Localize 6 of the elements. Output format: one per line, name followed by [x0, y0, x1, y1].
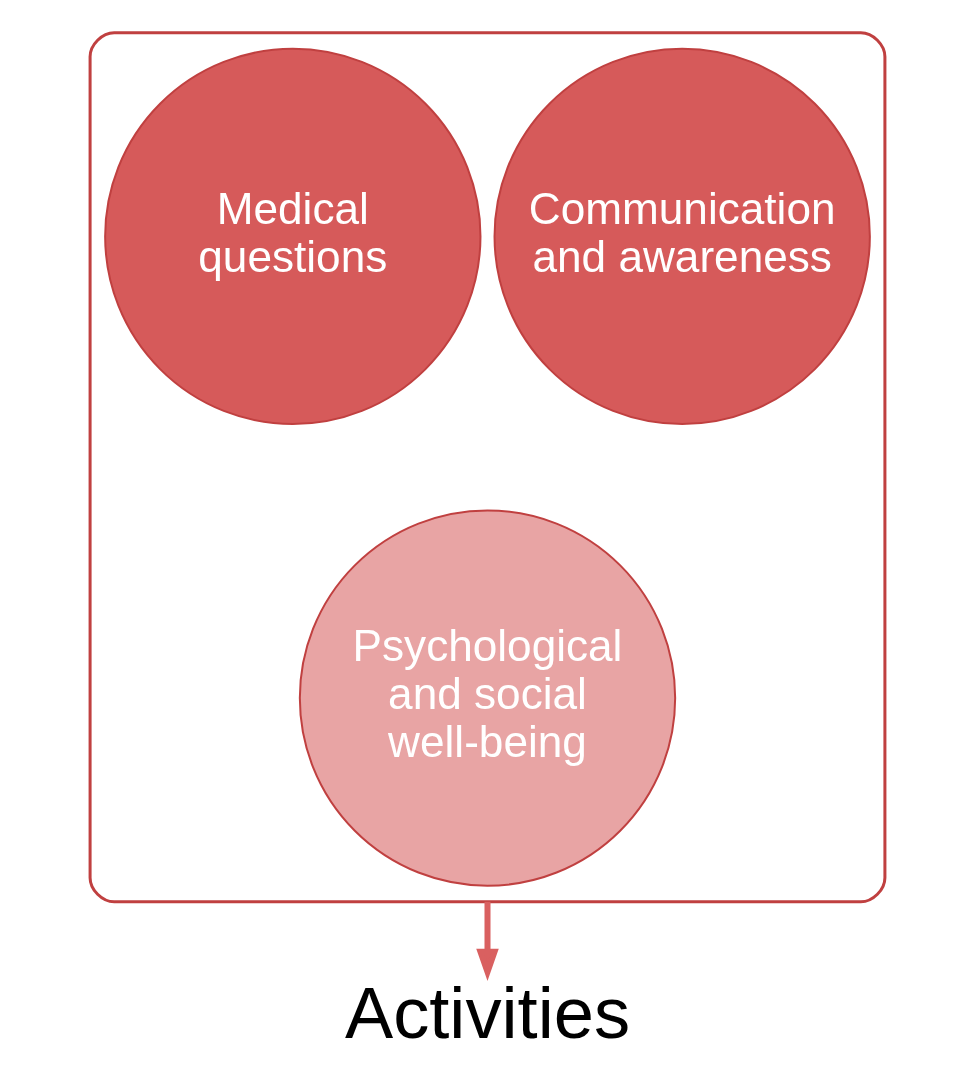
node-circle: Medical questions — [103, 47, 481, 426]
node-circle: Psychological and social well-being — [298, 509, 676, 887]
node-text: Activities — [344, 972, 630, 1053]
arrow — [475, 901, 499, 981]
node-circle: Communication and awareness — [493, 47, 871, 426]
cluster — [88, 31, 886, 904]
